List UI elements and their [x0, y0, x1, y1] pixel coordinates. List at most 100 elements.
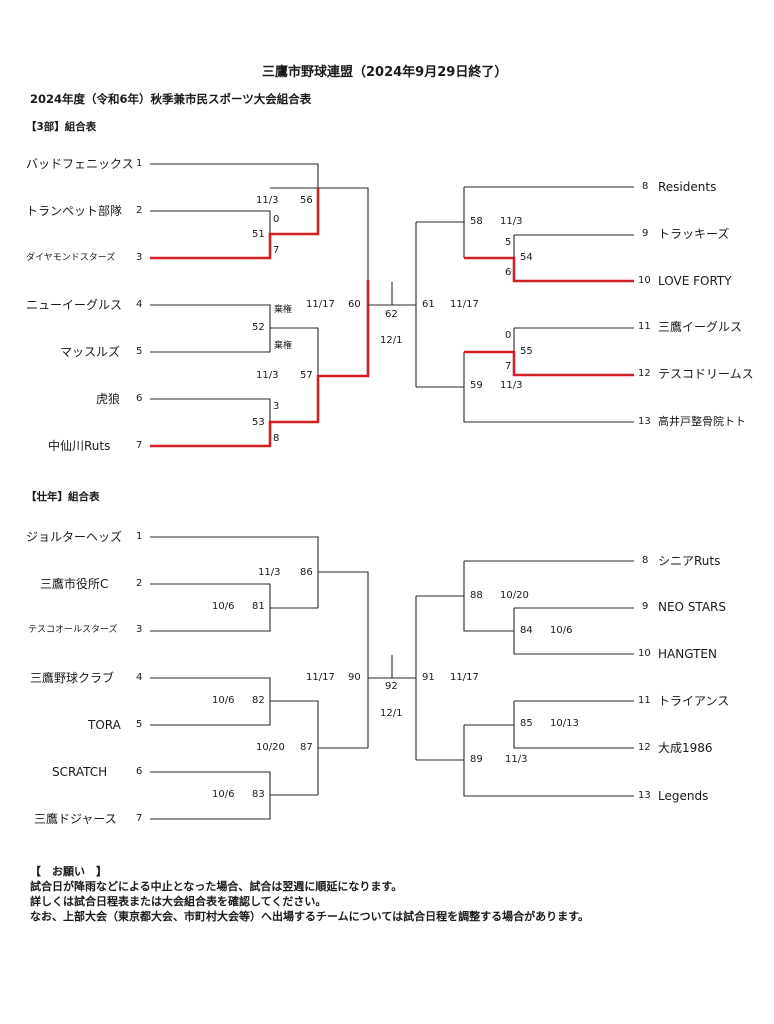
game-score: 0 — [273, 214, 280, 225]
game-number: 84 — [520, 625, 533, 636]
team-seed: 10 — [638, 275, 651, 286]
game-date: 11/3 — [256, 370, 279, 381]
team-name: バッドフェニックス — [26, 157, 134, 171]
game-date: 11/3 — [258, 567, 281, 578]
winner-path — [464, 256, 634, 283]
bracket-line — [150, 398, 271, 422]
game-number: 61 — [422, 299, 435, 310]
team-name: トライアンス — [658, 694, 730, 708]
game-number: 57 — [300, 370, 313, 381]
game-number: 59 — [470, 380, 483, 391]
game-date: 10/6 — [212, 601, 235, 612]
team-name: 三鷹イーグルス — [658, 320, 743, 334]
game-number: 58 — [470, 216, 483, 227]
bracket-line — [463, 725, 634, 797]
team-seed: 13 — [638, 416, 651, 427]
notice-line: なお、上部大会（東京都大会、市町村大会等）へ出場するチームについては試合日程を調… — [30, 910, 590, 923]
team-name: テスコオールスターズ — [28, 625, 118, 635]
team-name: ジョルターヘッズ — [26, 530, 123, 544]
team-name: 三鷹ドジャース — [34, 812, 117, 826]
team-name: 虎狼 — [96, 392, 121, 406]
bracket-line — [270, 327, 319, 376]
team-seed: 7 — [136, 440, 143, 451]
game-date: 11/3 — [505, 754, 528, 765]
game-number: 81 — [252, 601, 265, 612]
document-subtitle: 2024年度（令和6年）秋季兼市民スポーツ大会組合表 — [30, 92, 312, 106]
game-number: 62 — [385, 309, 398, 320]
game-score: 7 — [273, 245, 280, 256]
team-name: Residents — [658, 180, 717, 194]
team-name: 三鷹野球クラブ — [30, 671, 115, 685]
bracket-line — [318, 187, 369, 280]
bracket-line — [318, 571, 369, 748]
team-seed: 12 — [638, 742, 651, 753]
team-name: LOVE FORTY — [658, 274, 732, 288]
notice-line: 詳しくは試合日程表または大会組合表を確認してください。 — [30, 895, 327, 908]
team-name: 三鷹市役所C — [40, 577, 109, 591]
game-number: 86 — [300, 567, 313, 578]
game-date: 10/20 — [256, 742, 285, 753]
team-seed: 2 — [136, 578, 143, 589]
game-score: 7 — [505, 361, 512, 372]
team-seed: 12 — [638, 368, 651, 379]
team-name: NEO STARS — [658, 600, 726, 614]
team-seed: 7 — [136, 813, 143, 824]
team-seed: 1 — [136, 158, 143, 169]
section-title-sonen: 【壮年】組合表 — [26, 491, 100, 503]
team-seed: 5 — [136, 719, 143, 730]
bracket-line — [463, 561, 514, 632]
game-score: 6 — [505, 267, 512, 278]
team-seed: 6 — [136, 393, 143, 404]
bracket-line — [463, 387, 634, 423]
team-seed: 2 — [136, 205, 143, 216]
team-name: Legends — [658, 789, 709, 803]
team-name: HANGTEN — [658, 647, 717, 661]
game-score: 3 — [273, 401, 280, 412]
game-date: 10/20 — [500, 590, 529, 601]
team-seed: 4 — [136, 299, 143, 310]
team-seed: 9 — [642, 228, 649, 239]
game-date: 11/17 — [450, 299, 479, 310]
bracket-line — [150, 163, 319, 189]
bracket-line — [270, 700, 319, 795]
team-seed: 9 — [642, 601, 649, 612]
game-number: 60 — [348, 299, 361, 310]
team-name: トランペット部隊 — [26, 204, 123, 218]
game-number: 83 — [252, 789, 265, 800]
team-seed: 8 — [642, 181, 649, 192]
game-number: 56 — [300, 195, 313, 206]
team-name: TORA — [88, 718, 121, 732]
bracket-line — [150, 536, 319, 608]
game-date: 10/6 — [212, 789, 235, 800]
team-seed: 13 — [638, 790, 651, 801]
game-date: 12/1 — [380, 335, 403, 346]
game-score: 棄権 — [274, 341, 293, 351]
team-name: 大成1986 — [658, 741, 713, 755]
team-name: 高井戸整骨院トト — [658, 415, 746, 428]
game-number: 52 — [252, 322, 265, 333]
team-name: シニアRuts — [658, 554, 721, 568]
winner-path — [150, 188, 320, 260]
game-number: 91 — [422, 672, 435, 683]
game-number: 87 — [300, 742, 313, 753]
team-seed: 3 — [136, 252, 143, 263]
game-score: 5 — [505, 237, 512, 248]
game-score: 棄権 — [274, 305, 293, 315]
team-name: トラッキーズ — [658, 227, 730, 241]
team-name: SCRATCH — [52, 765, 108, 779]
game-score: 8 — [273, 433, 280, 444]
game-date: 11/3 — [500, 216, 523, 227]
winner-path — [150, 280, 370, 448]
game-date: 10/13 — [550, 718, 579, 729]
team-name: 中仙川Ruts — [48, 439, 111, 453]
team-seed: 11 — [638, 321, 651, 332]
team-seed: 4 — [136, 672, 143, 683]
team-name: テスコドリームス — [658, 367, 754, 381]
game-date: 10/6 — [212, 695, 235, 706]
game-number: 55 — [520, 346, 533, 357]
section-title-3bu: 【3部】組合表 — [26, 121, 97, 133]
game-date: 11/3 — [500, 380, 523, 391]
